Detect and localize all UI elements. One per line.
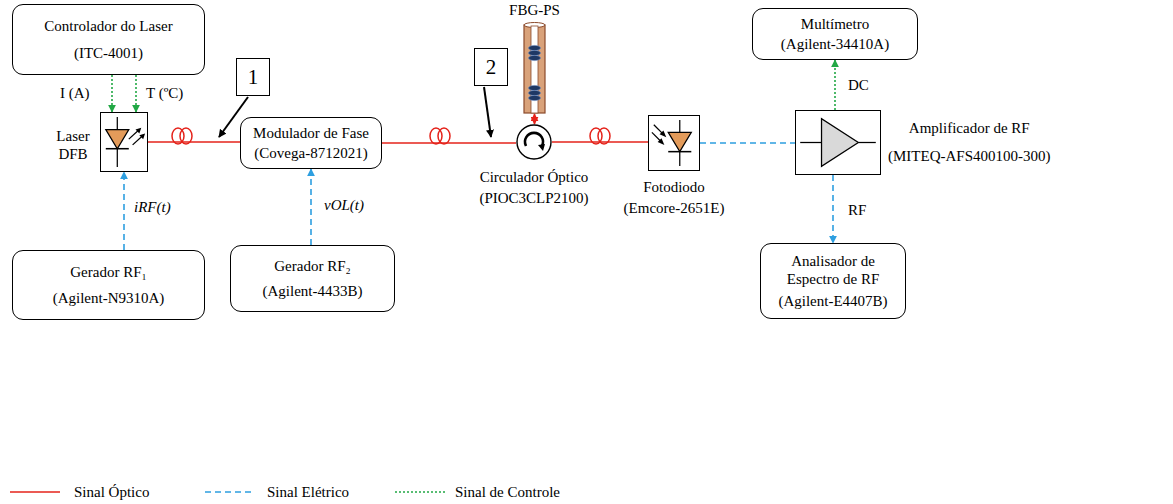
signal-connector (834, 60, 836, 110)
laser-box: Laser DFB (100, 112, 148, 172)
amplifier-box: Amplificador de RF(MITEQ-AFS400100-300) (795, 110, 881, 175)
generator-box: Gerador RF₂ (Agilent-4433B) (230, 245, 395, 312)
label-group: Laser DFB (50, 127, 96, 163)
legend-sample (205, 491, 255, 493)
signal-label: T (ºC) (144, 84, 185, 102)
node-subtitle: (ITC-4001) (74, 44, 143, 62)
node-title: Modulador de Fase (253, 124, 369, 142)
signal-label: RF (846, 201, 868, 219)
signal-label: DC (846, 76, 871, 94)
signal-connector (310, 169, 312, 245)
legend-sample (10, 491, 60, 493)
signal-connector (382, 142, 516, 144)
signal-connector (534, 114, 536, 124)
legend-text: Sinal Óptico (74, 483, 149, 501)
photodiode-symbol (649, 116, 699, 170)
circulator: Circulador Óptico(PIOC3CLP2100) (516, 124, 552, 160)
analyzer-box: Analisador de Espectro de RF (Agilent-E44… (760, 243, 906, 319)
node-subtitle: (Covega-8712021) (254, 144, 367, 162)
node-title: Analisador de Espectro de RF (777, 252, 889, 288)
callout-number: 1 (236, 58, 270, 96)
fbg-sensor: FBG-PS (523, 22, 546, 114)
signal-connector (135, 75, 137, 112)
controller-box: Controlador do Laser (ITC-4001) (12, 4, 205, 75)
node-title: Fotodiodo (643, 178, 705, 196)
multimeter-box: Multímetro (Agilent-34410A) (752, 8, 918, 60)
label-group: Circulador Óptico (PIOC3CLP2100) (479, 168, 588, 207)
node-subtitle: (Agilent-34410A) (781, 35, 889, 53)
node-subtitle: (Agilent-E4407B) (778, 292, 887, 310)
node-subtitle: (Agilent-N9310A) (53, 289, 165, 307)
signal-connector (700, 142, 795, 144)
label-group: Amplificador de RF (MITEQ-AFS400100-300) (888, 119, 1051, 165)
legend-text: Sinal Elétrico (267, 483, 349, 501)
amplifier-symbol (796, 111, 880, 174)
label-group: FBG-PS (509, 1, 560, 19)
callout-number: 2 (474, 48, 508, 86)
node-title: Controlador do Laser (44, 17, 172, 35)
fbg-tube-illustration (523, 22, 546, 114)
signal-label: iRF(t) (132, 198, 173, 216)
circulator-symbol (516, 124, 552, 160)
node-title: Laser DFB (50, 127, 96, 163)
signal-connector (832, 175, 834, 243)
node-title: Amplificador de RF (909, 119, 1030, 137)
node-title: Multímetro (801, 15, 869, 33)
label-group: Fotodiodo (Emcore-2651E) (624, 178, 725, 217)
callout-arrow (484, 87, 491, 137)
signal-connector (123, 172, 125, 250)
node-title: FBG-PS (509, 1, 560, 19)
generator-box: Gerador RF₁ (Agilent-N9310A) (12, 250, 205, 320)
laser-diode-symbol (101, 113, 147, 171)
node-title: Gerador RF₂ (274, 257, 350, 275)
signal-label: I (A) (58, 84, 92, 102)
node-subtitle: (Agilent-4433B) (263, 282, 363, 300)
modulator-box: Modulador de Fase (Covega-8712021) (240, 117, 382, 169)
node-title: Gerador RF₁ (70, 263, 146, 281)
node-title: Circulador Óptico (480, 168, 589, 186)
node-subtitle: (PIOC3CLP2100) (479, 189, 588, 207)
signal-connector (552, 141, 648, 143)
signal-connector (111, 75, 113, 112)
signal-connector (148, 141, 240, 143)
node-subtitle: (Emcore-2651E) (624, 199, 725, 217)
node-subtitle: (MITEQ-AFS400100-300) (888, 147, 1051, 165)
signal-label: vOL(t) (322, 196, 366, 214)
legend-text: Sinal de Controle (455, 483, 560, 501)
legend-sample (395, 491, 445, 493)
photodiode-box: Fotodiodo(Emcore-2651E) (648, 115, 700, 171)
